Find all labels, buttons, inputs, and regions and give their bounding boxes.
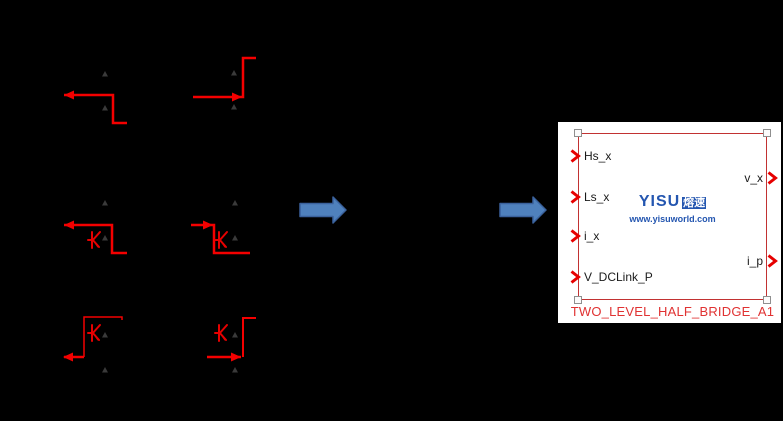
port-label: Hs_x <box>584 149 612 163</box>
port-input-V_DCLink_P: V_DCLink_P <box>569 269 656 285</box>
watermark-logo-badge: 熔速 <box>682 197 707 209</box>
watermark-logo-text: YISU <box>638 193 681 210</box>
wire-arrowhead-icon <box>64 220 74 230</box>
port-output-i_p: i_p <box>744 253 778 269</box>
diode-arrow-icon <box>102 332 108 338</box>
block-title: TWO_LEVEL_HALF_BRIDGE_A1 <box>570 304 775 319</box>
watermark-url: www.yisuworld.com <box>629 214 716 224</box>
diode-arrow-icon <box>232 332 238 338</box>
selection-handle <box>763 129 771 137</box>
switch-top-right <box>193 56 256 110</box>
transistor-icon <box>87 231 101 249</box>
transistor-icon <box>214 324 228 342</box>
diode-arrow-icon <box>232 367 238 373</box>
port-label: Ls_x <box>584 190 610 204</box>
transistor-icon <box>87 324 101 342</box>
selection-handle <box>574 296 582 304</box>
port-chevron-icon <box>570 149 581 163</box>
transistor-arrow-icon <box>221 336 226 341</box>
port-label: V_DCLink_P <box>584 270 653 284</box>
transistor-arrow-icon <box>94 243 99 248</box>
switch-bottom-left <box>63 316 123 373</box>
port-input-Hs_x: Hs_x <box>569 148 614 164</box>
gate-wire <box>242 317 256 357</box>
port-chevron-icon <box>570 270 581 284</box>
wire-arrowhead-icon <box>64 90 74 100</box>
diode-arrow-icon <box>102 105 108 111</box>
diode-arrow-icon <box>102 235 108 241</box>
port-label: i_x <box>584 229 600 243</box>
switch-top-left <box>64 71 127 125</box>
gate-wire <box>193 56 256 99</box>
gate-wire <box>191 223 250 255</box>
transistor-arrow-icon <box>221 243 226 248</box>
diode-arrow-icon <box>231 104 237 110</box>
port-chevron-icon <box>570 190 581 204</box>
wire-arrowhead-icon <box>231 352 241 362</box>
diode-arrow-icon <box>102 200 108 206</box>
gate-wire <box>83 316 123 357</box>
port-output-v_x: v_x <box>741 170 778 186</box>
transistor-arrow-icon <box>94 336 99 341</box>
transistor-icon <box>214 231 228 249</box>
diode-arrow-icon <box>232 235 238 241</box>
port-chevron-icon <box>570 229 581 243</box>
selection-handle <box>574 129 582 137</box>
port-label: v_x <box>744 171 763 185</box>
switch-mid-left <box>64 200 127 255</box>
switch-mid-right <box>191 200 250 255</box>
diode-arrow-icon <box>102 367 108 373</box>
port-input-Ls_x: Ls_x <box>569 189 612 205</box>
gate-wire <box>64 223 127 255</box>
switch-bottom-right <box>207 317 256 373</box>
wire-arrowhead-icon <box>63 352 73 362</box>
diode-arrow-icon <box>232 200 238 206</box>
port-input-i_x: i_x <box>569 228 602 244</box>
port-label: i_p <box>746 254 763 268</box>
port-chevron-icon <box>767 254 778 268</box>
wire-arrowhead-icon <box>232 92 242 102</box>
diode-arrow-icon <box>231 70 237 76</box>
selection-handle <box>763 296 771 304</box>
wire-arrowhead-icon <box>203 220 213 230</box>
flow-arrow <box>499 196 547 224</box>
flow-arrow <box>299 196 347 224</box>
port-chevron-icon <box>767 171 778 185</box>
gate-wire <box>64 93 127 125</box>
diode-arrow-icon <box>102 71 108 77</box>
